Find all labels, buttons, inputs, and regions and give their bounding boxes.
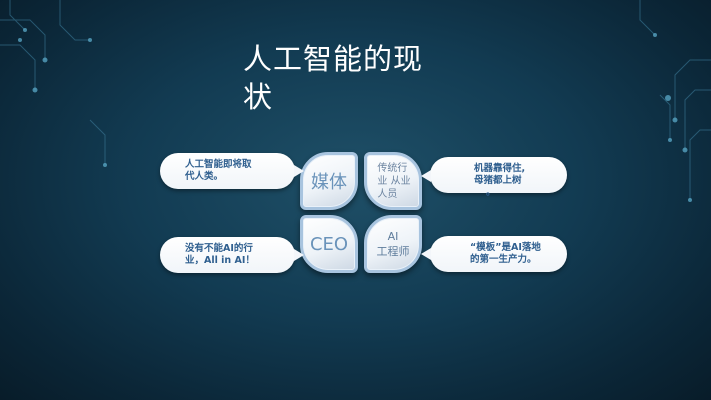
- petal-ai-engineer: AI 工程师: [364, 215, 422, 273]
- bubble-ai-line1: “模板”是AI落地: [470, 242, 541, 253]
- bubble-media-tail: [294, 165, 304, 177]
- bubble-ceo-tail: [294, 249, 304, 261]
- bubble-traditional: 机器靠得住, 母猪都上树 。: [430, 157, 567, 198]
- petal-traditional-workers: 传统行 业 从业 人员: [364, 152, 422, 210]
- bubble-ai-engineer-tail: [421, 248, 431, 260]
- bubble-ceo-line1: 没有不能AI的行: [185, 243, 253, 254]
- bubble-ceo-line2: 业，All in AI！: [185, 255, 255, 266]
- petal-ai-line1: AI: [387, 230, 399, 243]
- petal-traditional-line1: 传统行: [377, 162, 408, 174]
- slide-title: 人工智能的现状: [243, 42, 424, 114]
- bubble-media-line2: 代人类。: [185, 171, 224, 182]
- petal-ceo-label: CEO: [309, 233, 349, 255]
- bubble-ai-engineer: “模板”是AI落地 的第一生产力。: [430, 236, 567, 272]
- bubble-traditional-line1: 机器靠得住,: [474, 163, 526, 174]
- bubble-ceo: 没有不能AI的行 业，All in AI！: [160, 237, 295, 273]
- petal-media-label: 媒体: [311, 172, 347, 193]
- bubble-ai-line2: 的第一生产力。: [470, 254, 537, 265]
- bubble-media-line1: 人工智能即将取: [185, 159, 252, 170]
- petal-media: 媒体: [300, 152, 358, 210]
- bubble-traditional-tail: [421, 170, 431, 182]
- petal-ceo: CEO: [300, 215, 358, 273]
- petal-ai-line2: 工程师: [376, 245, 410, 258]
- bubble-traditional-line3: 。: [486, 187, 496, 198]
- bubble-media: 人工智能即将取 代人类。: [160, 153, 295, 189]
- bubble-traditional-line2: 母猪都上树: [474, 175, 522, 186]
- petal-traditional-line2: 业 从业: [377, 175, 411, 187]
- petal-traditional-line3: 人员: [377, 188, 398, 200]
